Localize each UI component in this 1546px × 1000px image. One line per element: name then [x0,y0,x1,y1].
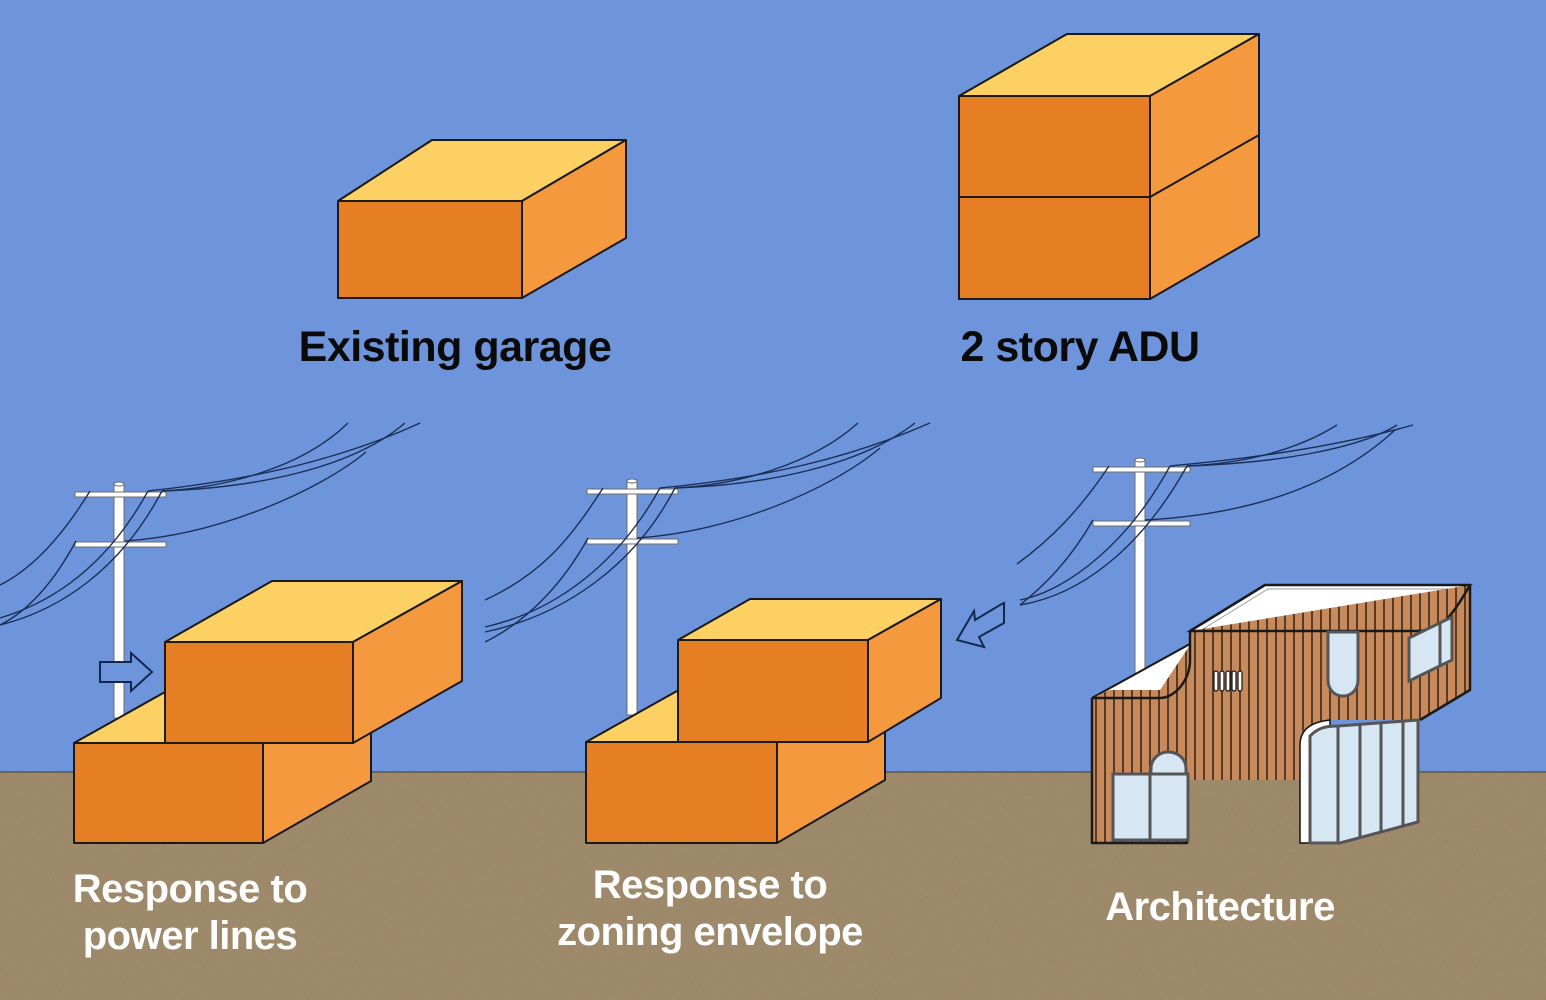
power-lines [484,422,931,643]
glass-wall [1299,718,1420,845]
label-zoning-envelope-line1: Response to [592,863,828,907]
power-lines [0,422,421,626]
arched-window [1326,630,1360,698]
label-zoning-envelope-line2: zoning envelope [557,910,863,955]
vent-icon [1213,670,1243,692]
garage-box [337,139,627,299]
arrow-right-icon [99,650,154,694]
adu-box [958,33,1260,300]
label-two-story-adu: 2 story ADU [960,323,1200,371]
label-zoning-envelope: Response to zoning envelope [510,862,910,956]
utility-pole-2 [484,422,931,716]
power-lines [1016,424,1414,606]
label-existing-garage: Existing garage [298,323,612,371]
label-power-lines-line2: power lines [82,914,298,959]
side-window [1407,614,1454,684]
label-power-lines-line1: Response to [72,867,308,911]
label-architecture: Architecture [1105,885,1335,929]
label-power-lines: Response to power lines [0,866,380,960]
zoning-upper-box [677,598,942,743]
arrow-down-left-icon [955,601,1005,649]
entry-door [1111,750,1190,842]
power-lines-upper-box [164,580,463,744]
utility-pole-3 [1016,424,1414,675]
utility-pole-1 [0,422,421,719]
utility-pole [586,478,679,716]
utility-pole [74,481,167,719]
